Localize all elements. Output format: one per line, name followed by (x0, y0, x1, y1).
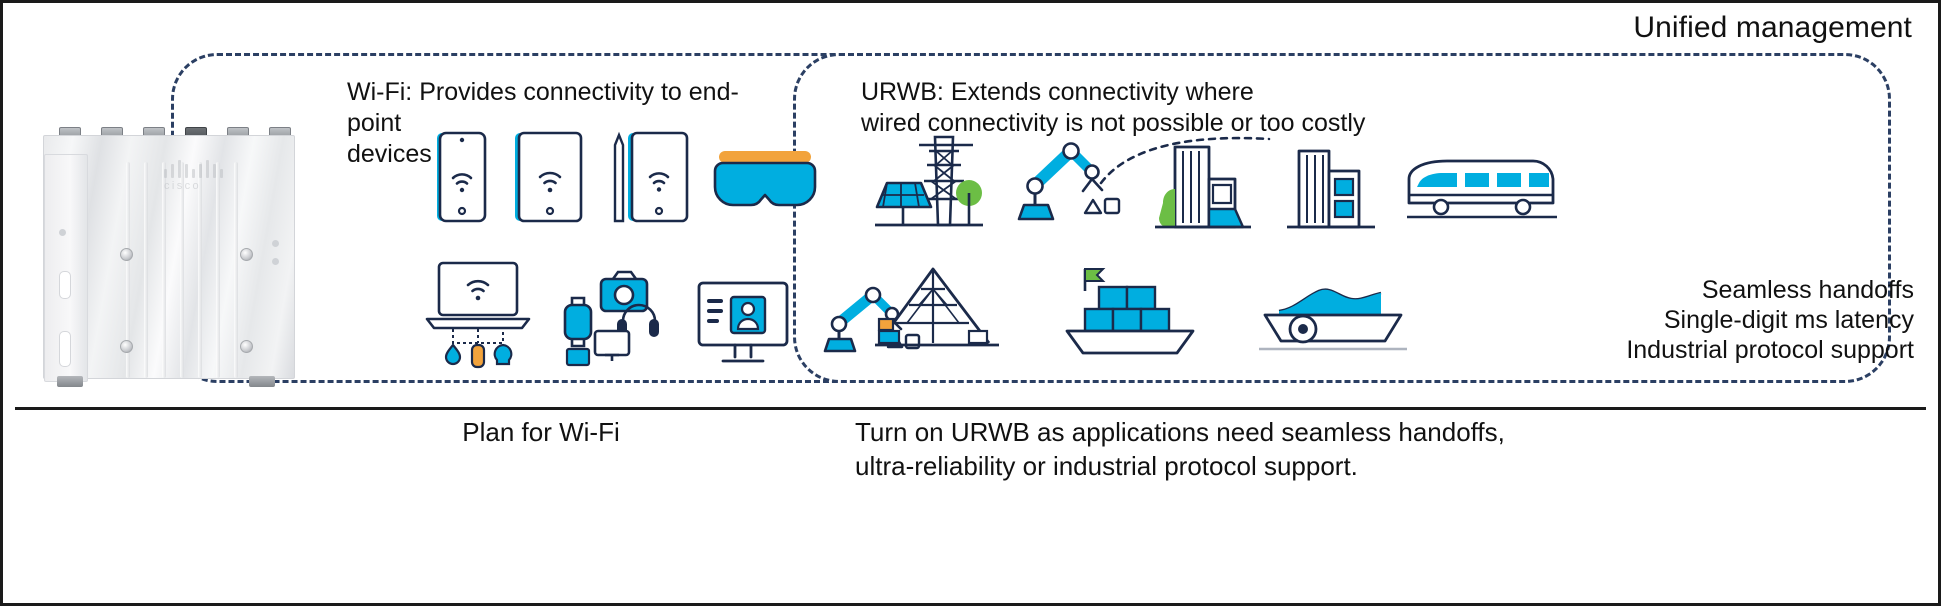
utility-grid-solar-icon (873, 131, 985, 240)
urwb-industry-row-2 (873, 261, 1409, 362)
ap-mounting-bracket (44, 154, 88, 382)
wifi-device-row-2 (423, 261, 923, 374)
urwb-benefit-item: Seamless handoffs (1701, 276, 1914, 304)
ap-indicator (272, 240, 279, 247)
ap-foot (249, 376, 275, 387)
port-crane-icon (873, 263, 1001, 362)
ap-foot (57, 376, 83, 387)
urwb-heading: URWB: Extends connectivity where wired c… (861, 78, 1366, 137)
camera-smartwatch-headset-monitor-icon (561, 269, 669, 374)
train-icon (1407, 157, 1557, 224)
laptop-wifi-iot-icon (423, 261, 535, 374)
tablet-wifi-icon (511, 131, 585, 228)
cisco-logo: cisco (162, 160, 232, 192)
ap-screw (120, 340, 133, 353)
urwb-benefit-item: Single-digit ms latency (1663, 306, 1914, 334)
robot-arm-icon (1015, 135, 1123, 240)
cisco-wordmark: cisco (164, 180, 202, 192)
ap-screw (120, 248, 133, 261)
cargo-ship-icon (1059, 261, 1199, 362)
ap-indicator (272, 258, 279, 265)
wifi-device-row-1 (433, 131, 817, 228)
high-rise-buildings-icon (1283, 131, 1377, 240)
ap-bracket-slot (59, 271, 71, 299)
desktop-videoconference-icon (695, 277, 791, 374)
wifi-caption: Plan for Wi-Fi (462, 417, 620, 447)
ap-chassis: cisco (43, 135, 295, 382)
section-divider (15, 407, 1926, 410)
mining-haul-icon (1257, 269, 1409, 362)
ap-bracket-hole (59, 229, 66, 236)
urwb-benefits-list: Seamless handoffs Single-digit ms latenc… (1484, 275, 1914, 365)
ap-screw (240, 248, 253, 261)
urwb-industry-row-1 (873, 131, 1557, 240)
ap-screw (240, 340, 253, 353)
city-buildings-icon (1153, 131, 1253, 240)
cisco-outdoor-access-point: cisco (35, 125, 305, 387)
ap-bracket-slot (59, 331, 71, 367)
page-title: Unified management (1633, 11, 1912, 44)
urwb-benefit-item: Industrial protocol support (1626, 336, 1914, 364)
tablet-stylus-wifi-icon (607, 131, 691, 228)
smartphone-wifi-icon (433, 131, 489, 228)
ar-vr-headset-icon (713, 147, 817, 214)
urwb-caption: Turn on URWB as applications need seamle… (855, 417, 1505, 481)
wifi-heading: Wi-Fi: Provides connectivity to end-poin… (347, 78, 739, 168)
